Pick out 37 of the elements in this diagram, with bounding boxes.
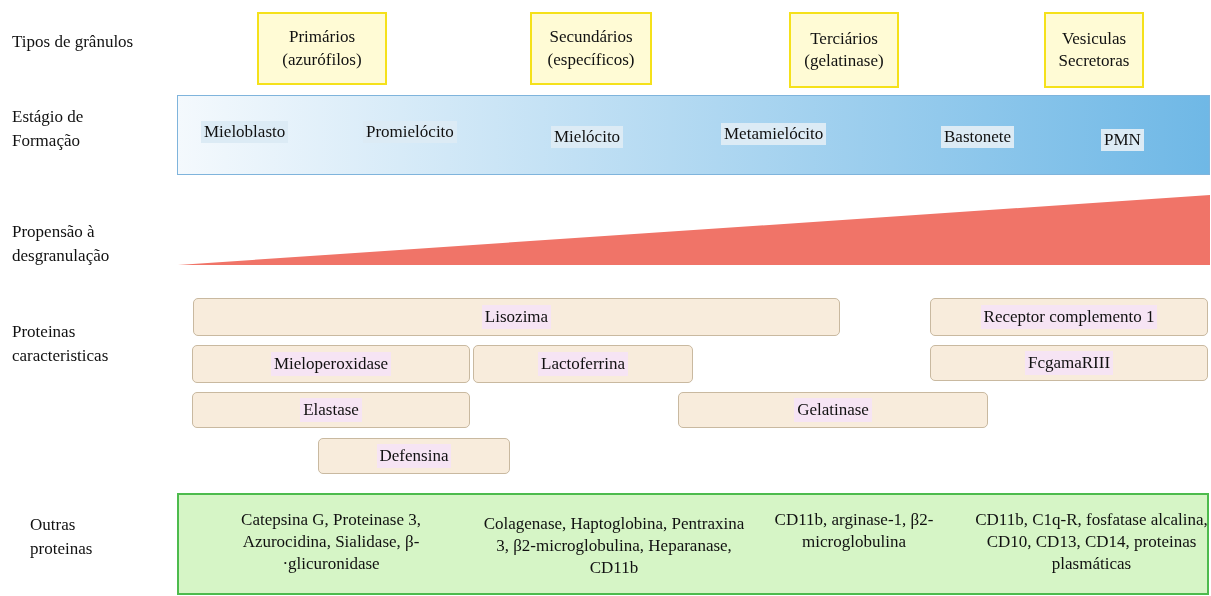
protein-list: CD11b, C1q-R, fosfatase alcalina, CD10, CD13, CD14, proteinas plasmáticas	[974, 509, 1209, 576]
stage-band	[177, 95, 1210, 175]
row-heading: Estágio de Formação	[12, 106, 85, 152]
protein-bar	[318, 438, 510, 474]
protein-bar	[930, 298, 1208, 336]
stage-label: Mielócito	[551, 126, 624, 148]
protein-bar	[192, 345, 470, 383]
protein-list: Catepsina G, Proteinase 3, Azurocidina, Sialidase, β-·glicuronidase	[231, 509, 431, 576]
row-heading: Propensão à desgranulação	[12, 221, 111, 267]
stage-label: PMN	[1101, 129, 1144, 151]
protein-name: Mieloperoxidase	[270, 352, 392, 376]
protein-list: Colagenase, Haptoglobina, Pentraxina 3, β2-microglobulina, Heparanase, CD11b	[479, 513, 749, 580]
row-heading: Outras proteinas	[30, 514, 94, 560]
protein-name: Lisozima	[481, 305, 552, 329]
row-heading: Tipos de grânulos	[12, 31, 135, 53]
stage-label: Promielócito	[363, 121, 457, 143]
protein-bar	[192, 392, 470, 428]
stage-label: Bastonete	[941, 126, 1015, 148]
protein-name: Lactoferrina	[538, 352, 628, 376]
protein-name: Receptor complemento 1	[980, 305, 1158, 329]
protein-bar	[678, 392, 988, 428]
protein-list: CD11b, arginase-1, β2-microglobulina	[769, 509, 939, 554]
protein-bar	[193, 298, 840, 336]
protein-name: Elastase	[300, 398, 362, 422]
granule-type-label: Primários (azurófilos)	[257, 12, 387, 85]
other-proteins-panel	[177, 493, 1209, 595]
protein-bar	[473, 345, 693, 383]
protein-name: Gelatinase	[794, 398, 872, 422]
protein-bar	[930, 345, 1208, 381]
granule-type-label: Terciários (gelatinase)	[789, 12, 899, 88]
stage-label: Metamielócito	[721, 123, 827, 145]
protein-name: Defensina	[376, 444, 452, 468]
stage-label: Mieloblasto	[201, 121, 289, 143]
row-heading: Proteinas caracteristicas	[12, 321, 110, 367]
granule-type-label: Vesiculas Secretoras	[1044, 12, 1144, 88]
protein-name: FcgamaRIII	[1024, 351, 1114, 375]
granule-type-label: Secundários (específicos)	[530, 12, 652, 85]
